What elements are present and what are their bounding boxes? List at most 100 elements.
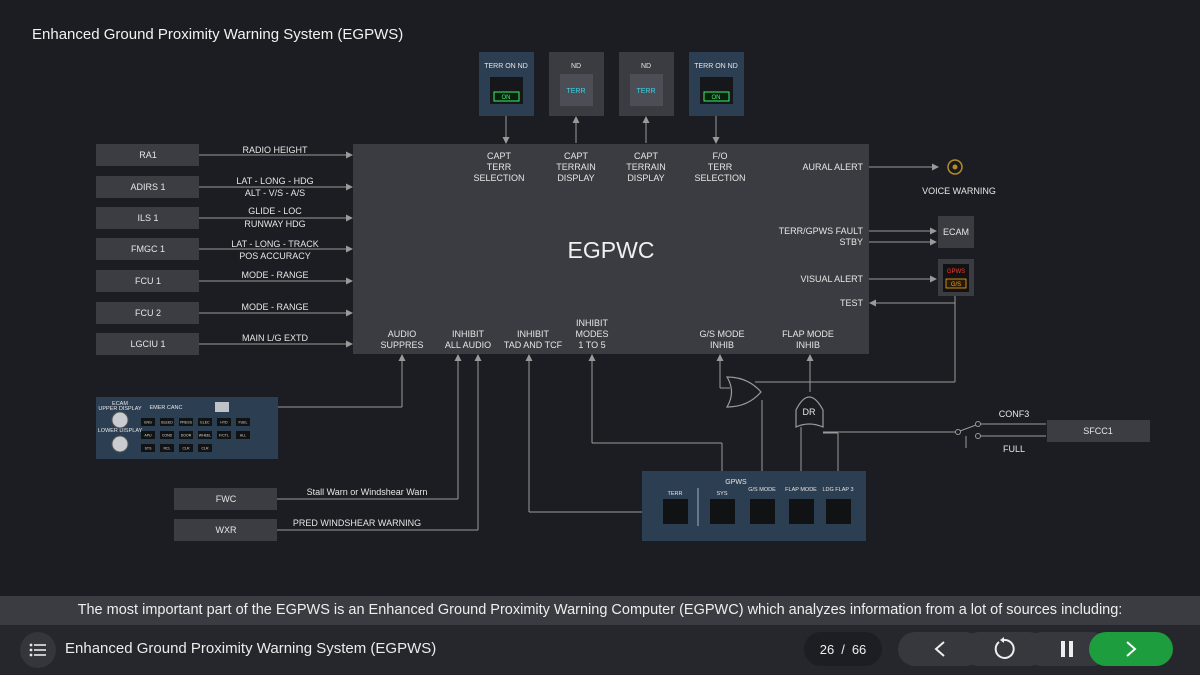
ecam-key [160,418,174,426]
ecam-key-label: RCL [163,447,170,451]
ecam-key-label: DOOR [181,434,192,438]
svg-text:INHIB: INHIB [710,340,734,350]
source-ra1: RA1 RADIO HEIGHT [96,144,353,166]
svg-text:G/S MODE: G/S MODE [699,329,744,339]
ecam-key [141,418,155,426]
source-signal: LAT - LONG - TRACK [231,239,319,249]
svg-text:FLAP MODE: FLAP MODE [782,329,834,339]
ecam-key [198,418,212,426]
full-label: FULL [1003,444,1025,454]
top-panel-capt-terr-on-nd: TERR ON ND ON [479,52,534,116]
ecam-key-label: ALL [240,434,246,438]
ecam-key [179,418,193,426]
svg-text:SELECTION: SELECTION [473,173,524,183]
svg-text:VISUAL ALERT: VISUAL ALERT [800,274,863,284]
on-light: ON [712,95,721,101]
on-light: ON [502,95,511,101]
svg-text:CAPT: CAPT [564,151,589,161]
svg-text:LDG FLAP 3: LDG FLAP 3 [822,487,853,493]
ecam-key-label: F/CTL [219,434,229,438]
svg-text:UPPER DISPLAY: UPPER DISPLAY [98,406,142,412]
page-counter: 26 / 66 [804,632,882,666]
svg-text:TERR: TERR [708,162,733,172]
source-signal: ALT - V/S - A/S [245,188,305,198]
ecam-key-label: PRESS [180,421,193,425]
dr-gate [795,396,824,428]
lower-display-knob [111,435,129,453]
gpws-light: GPWS [947,269,965,275]
svg-text:TEST: TEST [840,298,864,308]
svg-text:GPWS: GPWS [725,479,747,486]
top-panel-fo-nd-terr: ND TERR [619,52,674,116]
source-name: LGCIU 1 [130,339,165,349]
top-input-labels: CAPT TERR SELECTION CAPT TERRAIN DISPLAY… [473,151,745,183]
svg-text:PRED WINDSHEAR WARNING: PRED WINDSHEAR WARNING [293,518,421,528]
svg-text:MODES: MODES [575,329,608,339]
source-fcu2: FCU 2 MODE - RANGE [96,302,353,324]
source-name: ADIRS 1 [130,182,165,192]
voice-warning-label: VOICE WARNING [922,186,996,196]
svg-text:TERR/GPWS FAULT: TERR/GPWS FAULT [779,226,864,236]
svg-text:SYS: SYS [716,491,727,497]
top-panel-capt-nd-terr: ND TERR [549,52,604,116]
pause-icon [1061,641,1073,657]
ecam-key [160,431,174,439]
terr-light: TERR [566,88,585,95]
ecam-key-label: CLR [182,447,189,451]
menu-button[interactable] [20,632,56,668]
egpwc-box [353,144,869,354]
ecam-key [217,431,231,439]
chevron-right-icon [1126,641,1137,657]
svg-text:INHIB: INHIB [796,340,820,350]
svg-text:TERR: TERR [487,162,512,172]
svg-text:ECAM: ECAM [112,401,128,407]
source-name: ILS 1 [137,213,158,223]
egpws-diagram: EGPWC RA1 RADIO HEIGHT ADIRS 1 LAT - LON… [96,52,1150,541]
ecam-key [236,418,250,426]
gpws-panel: GPWS TERR SYS G/S MODE FLAP MODE LDG FLA… [642,471,866,541]
ecam-key-label: ELEC [200,421,210,425]
next-button[interactable] [1089,632,1173,666]
slide-title: Enhanced Ground Proximity Warning System… [32,26,404,43]
svg-text:EMER CANC: EMER CANC [149,405,182,411]
svg-text:TAD AND TCF: TAD AND TCF [504,340,563,350]
source-lgciu1: LGCIU 1 MAIN L/G EXTD [96,333,353,355]
ecam-key-label: STS [145,447,152,451]
svg-text:AUDIO: AUDIO [388,329,417,339]
ecam-key [217,418,231,426]
svg-text:WXR: WXR [216,525,237,535]
svg-text:TERR ON ND: TERR ON ND [484,63,528,70]
svg-text:ECAM: ECAM [943,227,969,237]
source-signal: RADIO HEIGHT [242,145,308,155]
source-sfcc1: SFCC1 [1047,420,1150,442]
caption-text: The most important part of the EGPWS is … [0,596,1200,625]
source-signal: GLIDE - LOC [248,206,302,216]
svg-text:TERR ON ND: TERR ON ND [694,63,738,70]
source-fwc: FWC Stall Warn or Windshear Warn [174,487,427,510]
conf3-label: CONF3 [999,409,1030,419]
source-signal: POS ACCURACY [239,251,311,261]
source-adirs1: ADIRS 1 LAT - LONG - HDG ALT - V/S - A/S [96,176,353,198]
page-total: 66 [851,641,867,657]
source-signal: LAT - LONG - HDG [236,176,313,186]
svg-text:CAPT: CAPT [634,151,659,161]
page-separator: / [841,641,845,657]
ecam-key [179,444,193,452]
ecam-key-label: CLR [201,447,208,451]
svg-text:CAPT: CAPT [487,151,512,161]
svg-text:Stall Warn or Windshear Warn: Stall Warn or Windshear Warn [307,487,428,497]
source-wxr: WXR PRED WINDSHEAR WARNING [174,518,421,541]
svg-text:FLAP MODE: FLAP MODE [785,487,817,493]
source-fmgc1: FMGC 1 LAT - LONG - TRACK POS ACCURACY [96,238,353,261]
svg-text:LOWER DISPLAY: LOWER DISPLAY [98,428,143,434]
source-signal: MAIN L/G EXTD [242,333,309,343]
svg-text:AURAL ALERT: AURAL ALERT [802,162,863,172]
svg-text:F/O: F/O [713,151,728,161]
svg-text:1 TO 5: 1 TO 5 [578,340,605,350]
svg-text:DISPLAY: DISPLAY [627,173,664,183]
svg-text:G/S MODE: G/S MODE [748,487,776,493]
ecam-key-label: BLEED [161,421,173,425]
ecam-key-label: FUEL [239,421,248,425]
svg-text:STBY: STBY [839,237,863,247]
svg-text:ND: ND [571,63,581,70]
